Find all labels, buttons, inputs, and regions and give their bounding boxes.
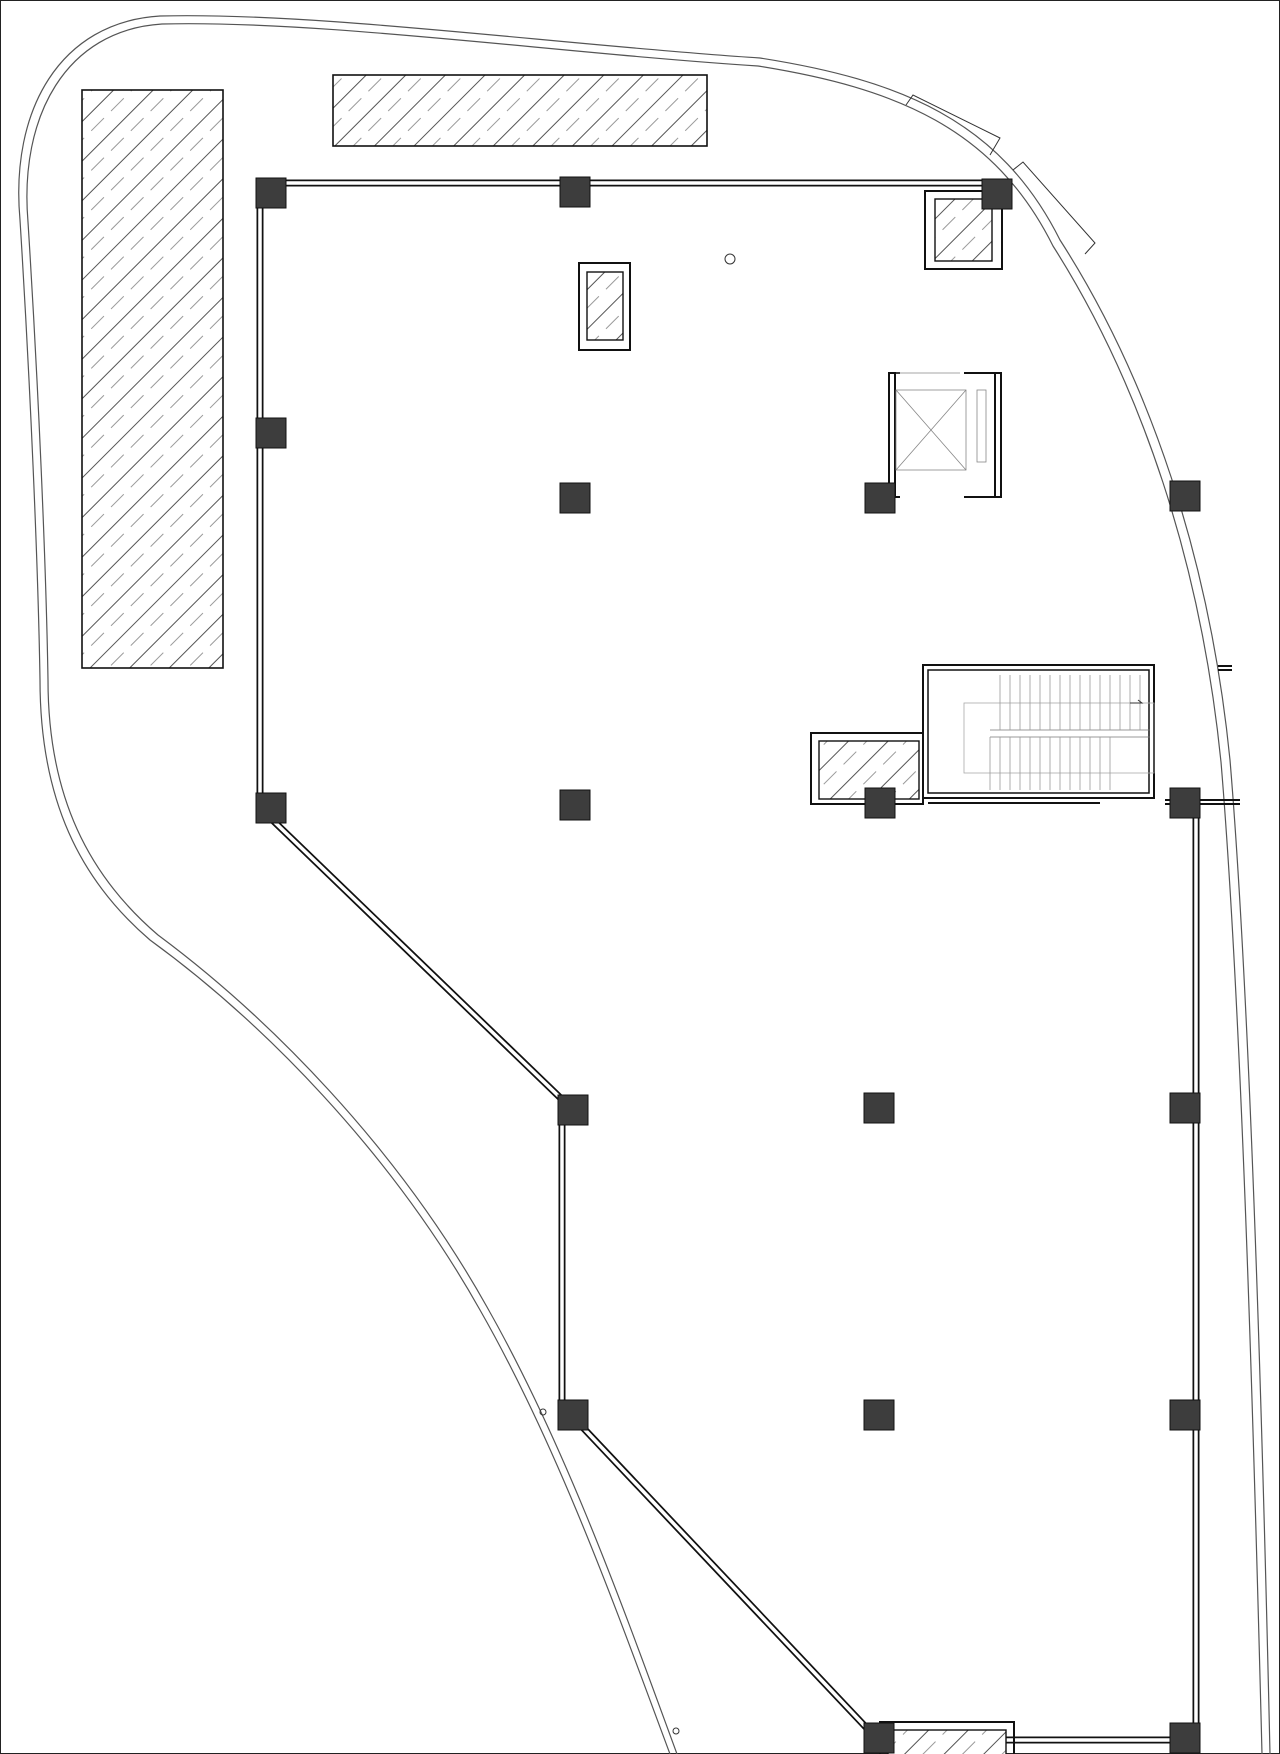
column-3 bbox=[981, 178, 1013, 210]
column-8 bbox=[255, 792, 287, 824]
exterior-walls bbox=[256, 179, 1200, 1744]
column-10 bbox=[864, 787, 896, 819]
site-marker-south bbox=[672, 1727, 680, 1735]
column-11 bbox=[1169, 787, 1201, 819]
column-18 bbox=[863, 1722, 895, 1754]
duct-shaft bbox=[578, 262, 631, 351]
column-4 bbox=[255, 417, 287, 449]
elevator-core bbox=[888, 372, 1002, 498]
column-9 bbox=[559, 789, 591, 821]
planter-north bbox=[332, 74, 708, 147]
site-boundary bbox=[18, 15, 1271, 1754]
stair-treads bbox=[989, 675, 1141, 790]
site-marker bbox=[539, 1408, 547, 1416]
structural-columns bbox=[255, 176, 1201, 1754]
column-13 bbox=[863, 1092, 895, 1124]
column-7 bbox=[1169, 480, 1201, 512]
wall-stubs bbox=[1165, 665, 1240, 805]
column-19 bbox=[1169, 1722, 1201, 1754]
column-14 bbox=[1169, 1092, 1201, 1124]
column-15 bbox=[557, 1399, 589, 1431]
bay-window bbox=[905, 94, 1096, 255]
column-2 bbox=[559, 176, 591, 208]
column-16 bbox=[863, 1399, 895, 1431]
column-12 bbox=[557, 1094, 589, 1126]
column-1 bbox=[255, 177, 287, 209]
column-6 bbox=[864, 482, 896, 514]
column-5 bbox=[559, 482, 591, 514]
planter-west bbox=[81, 89, 224, 669]
column-17 bbox=[1169, 1399, 1201, 1431]
south-lobby bbox=[879, 1721, 1015, 1754]
stair-core bbox=[922, 664, 1155, 804]
drain-marker bbox=[724, 253, 736, 265]
